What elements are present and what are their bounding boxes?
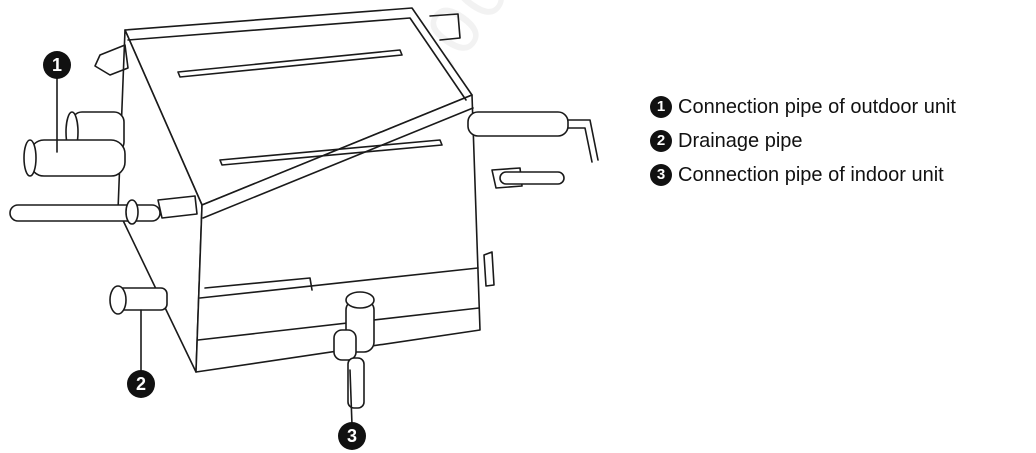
legend-item-outdoor-pipe: 1 Connection pipe of outdoor unit [650,90,1030,124]
callout-badge-1: 1 [43,51,71,79]
mount-bracket [491,167,523,189]
mount-bracket [94,44,129,76]
legend-number-3: 3 [650,164,672,186]
legend-label-3: Connection pipe of indoor unit [678,163,944,186]
legend-label-1: Connection pipe of outdoor unit [678,95,956,118]
legend-label-2: Drainage pipe [678,129,803,152]
callout-number-2: 2 [136,374,146,394]
callout-number-3: 3 [347,426,357,446]
indoor-pipe-lower [333,329,357,361]
mount-bracket [429,13,461,41]
legend-item-indoor-pipe: 3 Connection pipe of indoor unit [650,158,1030,192]
legend: 1 Connection pipe of outdoor unit 2 Drai… [650,90,1030,192]
callout-badge-2: 2 [127,370,155,398]
top-slot [177,49,403,78]
legend-number-2: 2 [650,130,672,152]
indoor-pipe-stem [347,357,365,409]
callout-number-1: 1 [52,55,62,75]
top-slot [219,139,443,166]
legend-item-drainage-pipe: 2 Drainage pipe [650,124,1030,158]
outdoor-pipe-lower [29,139,126,177]
callout-line-3 [349,369,353,426]
unit-front-face [195,94,481,373]
legend-number-1: 1 [650,96,672,118]
thin-pipe-left [9,204,161,222]
callout-badge-3: 3 [338,422,366,450]
unit-diagram: 1 2 3 [9,7,599,450]
right-pipe-upper [467,111,569,137]
right-pipe-lower [499,171,565,185]
